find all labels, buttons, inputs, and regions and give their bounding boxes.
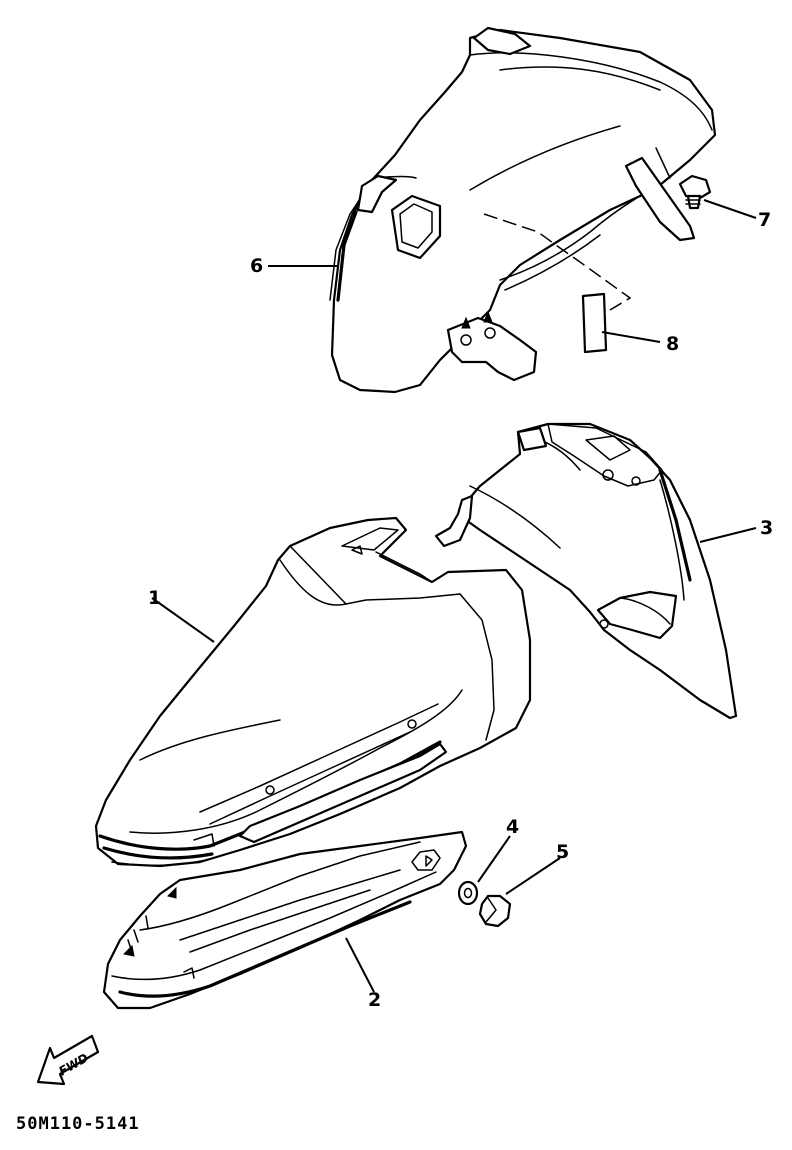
- callout-1: 1: [148, 587, 161, 609]
- leader-lines: [151, 199, 757, 993]
- callout-6: 6: [250, 255, 263, 277]
- washer-part-4: [457, 880, 479, 906]
- rear-fender-part-6: [329, 26, 717, 394]
- callout-5: 5: [556, 841, 569, 863]
- forward-direction-arrow-icon: FWD: [36, 1034, 100, 1086]
- callout-7: 7: [758, 209, 771, 231]
- label-part-8: [581, 292, 608, 354]
- callout-4: 4: [506, 816, 519, 838]
- bolt-part-7: [678, 174, 712, 210]
- inner-fender-part-3: [434, 422, 738, 720]
- part-code: 50M110-5141: [16, 1114, 140, 1134]
- tail-cowl-part-1: [94, 516, 532, 868]
- assembly-guide-line: [483, 213, 632, 311]
- nut-part-5: [478, 894, 512, 928]
- callout-2: 2: [368, 989, 381, 1011]
- side-cover-part-2: [102, 830, 468, 1010]
- callout-8: 8: [666, 333, 679, 355]
- callout-3: 3: [760, 517, 773, 539]
